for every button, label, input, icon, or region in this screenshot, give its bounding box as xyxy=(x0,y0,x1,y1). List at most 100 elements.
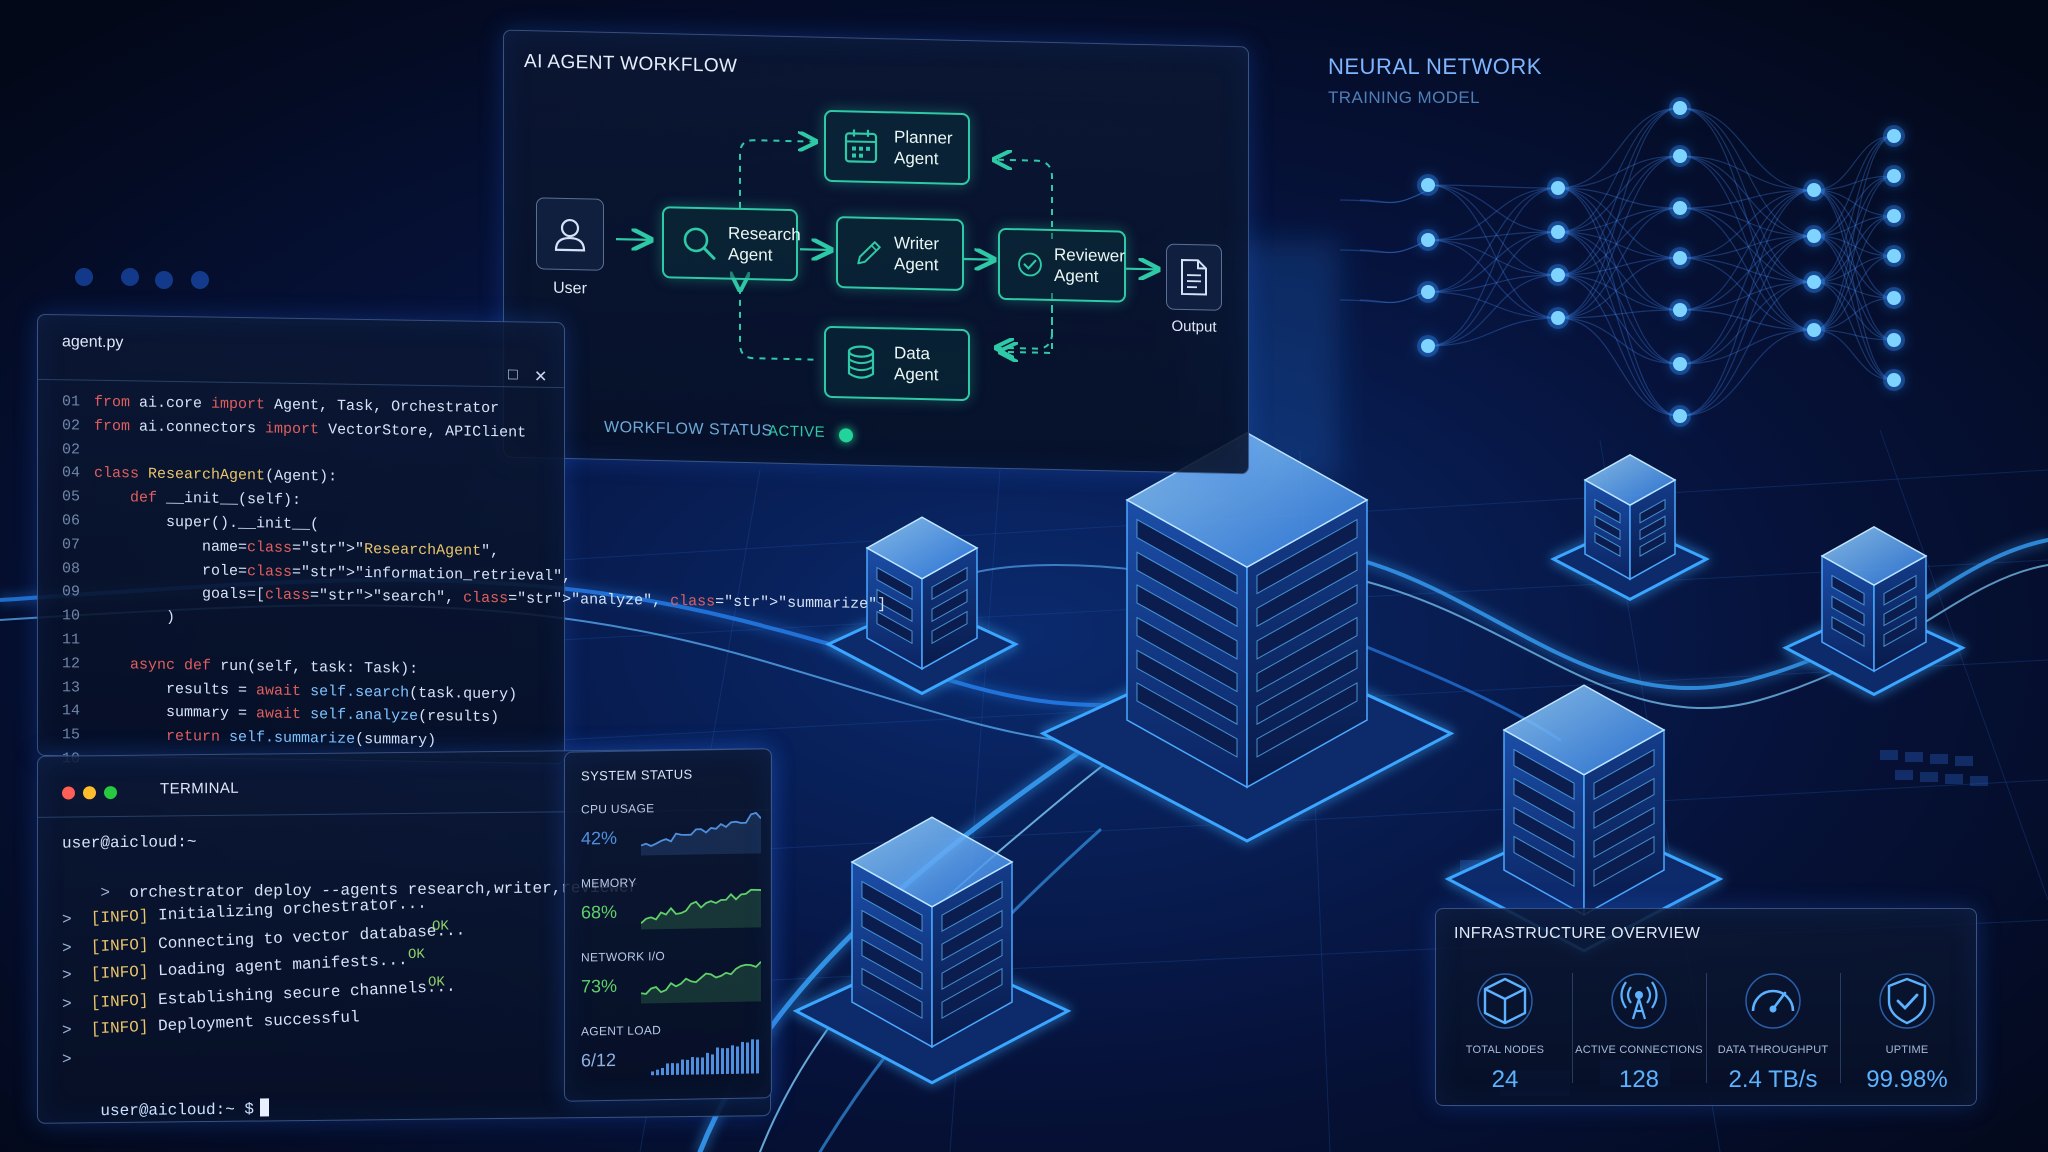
metric-sparkline xyxy=(651,1039,759,1076)
line-number: 08 xyxy=(62,559,81,578)
line-number: 11 xyxy=(62,631,81,649)
metric-sparkline xyxy=(641,811,761,856)
info-tag: [INFO] xyxy=(90,1017,149,1039)
stat-value: 2.4 TB/s xyxy=(1728,1066,1818,1093)
planner-agent-node[interactable]: Planner Agent xyxy=(824,109,970,186)
code-text: super().__init__( xyxy=(94,512,320,534)
status-active-dot xyxy=(839,428,853,443)
stat-value: 128 xyxy=(1618,1066,1660,1093)
metric-sparkline xyxy=(641,961,761,1004)
line-number: 10 xyxy=(62,607,81,625)
data-agent-node[interactable]: Data Agent xyxy=(824,325,970,402)
stat-data-throughput: DATA THROUGHPUT 2.4 TB/s xyxy=(1706,963,1840,1093)
log-text: Deployment successful xyxy=(157,1008,360,1036)
reviewer-agent-label: Reviewer Agent xyxy=(1054,245,1125,287)
code-text: def __init__(self): xyxy=(130,489,302,510)
metric-sparkline xyxy=(641,888,761,930)
workflow-output-label: Output xyxy=(1171,317,1217,336)
stat-divider xyxy=(1706,973,1707,1083)
calendar-icon xyxy=(844,129,878,164)
line-number: 15 xyxy=(62,726,81,744)
stat-divider xyxy=(1572,973,1573,1083)
stat-label: ACTIVE CONNECTIONS xyxy=(1575,1044,1703,1056)
line-number: 06 xyxy=(62,512,81,530)
terminal-log-line: > [INFO] Loading agent manifests... xyxy=(62,951,408,985)
writer-agent-label: Writer Agent xyxy=(894,233,940,275)
terminal-host-line: user@aicloud:~ xyxy=(62,833,197,853)
infrastructure-title: INFRASTRUCTURE OVERVIEW xyxy=(1454,925,1701,942)
writer-agent-node[interactable]: Writer Agent xyxy=(836,216,964,291)
terminal-empty-arrow: > xyxy=(62,1050,72,1069)
line-number: 14 xyxy=(62,702,81,720)
line-number: 12 xyxy=(62,655,81,673)
neural-network-title: NEURAL NETWORK xyxy=(1328,54,1542,79)
line-number: 09 xyxy=(62,583,81,601)
line-number: 01 xyxy=(62,393,81,411)
terminal-arrow: > xyxy=(61,1021,73,1040)
info-tag: [INFO] xyxy=(90,907,149,928)
neural-network-subtitle: TRAINING MODEL xyxy=(1328,88,1481,107)
terminal-arrow: > xyxy=(61,966,73,985)
minimize-icon[interactable]: □ xyxy=(508,366,518,384)
planner-agent-label: Planner Agent xyxy=(894,127,953,169)
research-agent-node[interactable]: Research Agent xyxy=(662,206,801,282)
terminal-arrow: > xyxy=(61,910,73,929)
workflow-output-node[interactable] xyxy=(1166,243,1222,311)
terminal-cursor xyxy=(260,1098,270,1117)
user-icon xyxy=(554,218,586,252)
gauge-icon xyxy=(1745,973,1801,1029)
log-text: Establishing secure channels... xyxy=(157,977,456,1010)
info-tag: [INFO] xyxy=(90,962,149,984)
terminal-title: TERMINAL xyxy=(160,779,240,798)
antenna-icon xyxy=(1611,973,1667,1029)
close-icon[interactable]: ✕ xyxy=(534,368,548,386)
workflow-status-value: ACTIVE xyxy=(768,422,826,441)
code-text: ) xyxy=(94,607,176,627)
check-circle-icon xyxy=(1018,252,1042,277)
document-icon xyxy=(1181,258,1207,296)
shield-check-icon xyxy=(1879,973,1935,1029)
workflow-connectors xyxy=(616,31,1250,476)
info-tag: [INFO] xyxy=(90,991,149,1013)
terminal-log-line: > [INFO] Deployment successful xyxy=(62,1008,360,1039)
database-icon xyxy=(847,345,875,379)
terminal-prompt-line[interactable]: user@aicloud:~ $ xyxy=(62,1080,270,1138)
stat-label: DATA THROUGHPUT xyxy=(1717,1044,1829,1056)
log-status-ok: OK xyxy=(408,946,425,963)
close-dot[interactable] xyxy=(62,786,75,800)
workflow-status-label: WORKFLOW STATUS xyxy=(604,418,773,440)
reviewer-agent-node[interactable]: Reviewer Agent xyxy=(998,227,1126,303)
stat-label: UPTIME xyxy=(1885,1044,1929,1056)
search-icon xyxy=(683,227,716,260)
line-number: 13 xyxy=(62,678,81,697)
log-status-ok: OK xyxy=(432,918,449,935)
stat-divider xyxy=(1840,973,1841,1083)
terminal-prompt: user@aicloud:~ $ xyxy=(100,1100,255,1121)
research-agent-label: Research Agent xyxy=(728,223,801,265)
line-number: 05 xyxy=(62,488,81,506)
maximize-dot[interactable] xyxy=(104,786,117,800)
workflow-user-label: User xyxy=(553,279,587,298)
terminal-arrow: > xyxy=(61,939,73,958)
pencil-icon xyxy=(857,241,881,265)
stat-value: 24 xyxy=(1491,1066,1519,1093)
terminal-log-line: > [INFO] Establishing secure channels... xyxy=(62,978,456,1014)
workflow-user-node[interactable] xyxy=(536,197,604,271)
line-number: 04 xyxy=(62,464,81,482)
stat-active-connections: ACTIVE CONNECTIONS 128 xyxy=(1572,963,1706,1093)
log-status-ok: OK xyxy=(428,974,445,991)
minimize-dot[interactable] xyxy=(83,786,96,800)
editor-file-tab[interactable]: agent.py xyxy=(62,333,124,352)
system-status-title: SYSTEM STATUS xyxy=(581,766,693,784)
info-tag: [INFO] xyxy=(90,935,149,957)
log-text: Loading agent manifests... xyxy=(157,950,408,981)
